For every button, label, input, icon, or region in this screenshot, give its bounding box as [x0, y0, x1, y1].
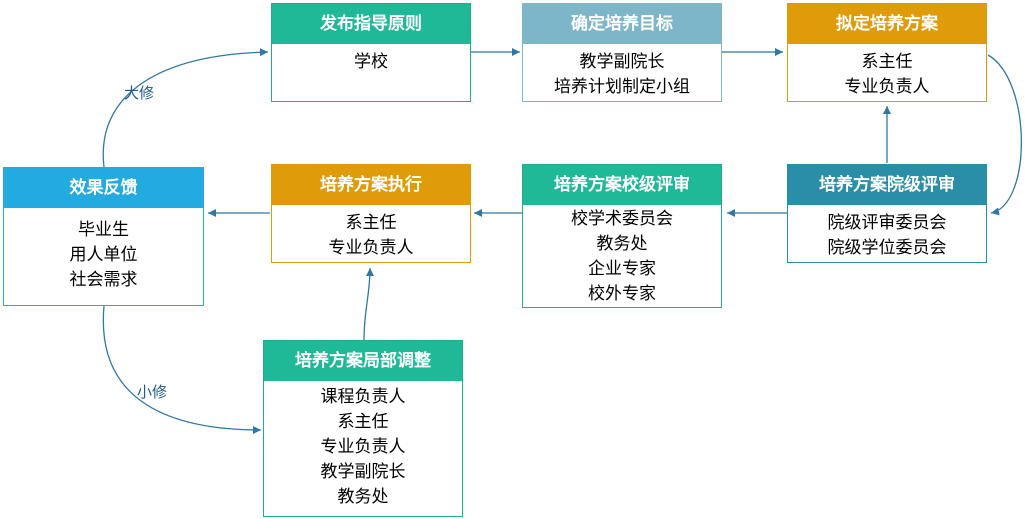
node-body: 校学术委员会 教务处 企业专家 校外专家	[523, 205, 721, 307]
node-line: 系主任	[337, 412, 389, 432]
node-line: 专业负责人	[328, 238, 414, 258]
node-line: 系主任	[345, 213, 397, 233]
node-title: 培养方案院级评审	[788, 165, 986, 205]
node-college-review: 培养方案院级评审 院级评审委员会 院级学位委员会	[787, 164, 987, 263]
node-publish-guidelines: 发布指导原则 学校	[271, 3, 471, 102]
node-title: 确定培养目标	[523, 4, 721, 44]
node-line: 教学副院长	[320, 462, 406, 482]
node-body: 学校	[272, 44, 470, 75]
node-line: 学校	[354, 52, 388, 72]
node-line: 院级学位委员会	[827, 238, 947, 258]
node-line: 用人单位	[69, 245, 138, 265]
arrow-feedback-to-adjust	[102, 305, 262, 434]
node-school-review: 培养方案校级评审 校学术委员会 教务处 企业专家 校外专家	[522, 164, 722, 308]
node-line: 毕业生	[78, 220, 129, 240]
edge-label-major-revision: 大修	[124, 84, 155, 102]
node-body: 院级评审委员会 院级学位委员会	[788, 205, 986, 261]
node-line: 企业专家	[588, 259, 656, 279]
node-set-goal: 确定培养目标 教学副院长 培养计划制定小组	[522, 3, 722, 102]
node-body: 系主任 专业负责人	[788, 44, 986, 100]
node-draft-plan: 拟定培养方案 系主任 专业负责人	[787, 3, 987, 102]
node-partial-adjust: 培养方案局部调整 课程负责人 系主任 专业负责人 教学副院长 教务处	[263, 340, 463, 517]
node-title: 培养方案局部调整	[264, 341, 462, 381]
node-line: 专业负责人	[320, 437, 406, 457]
node-line: 课程负责人	[320, 387, 406, 407]
node-line: 教务处	[596, 234, 648, 254]
node-title: 培养方案校级评审	[523, 165, 721, 205]
node-body: 课程负责人 系主任 专业负责人 教学副院长 教务处	[264, 381, 462, 510]
node-body: 系主任 专业负责人	[272, 205, 470, 261]
node-title: 发布指导原则	[272, 4, 470, 44]
node-line: 教学副院长	[579, 52, 665, 72]
node-line: 教务处	[337, 487, 389, 507]
node-line: 系主任	[861, 52, 913, 72]
node-body: 毕业生 用人单位 社会需求	[4, 208, 203, 293]
node-line: 培养计划制定小组	[554, 77, 690, 97]
node-body: 教学副院长 培养计划制定小组	[523, 44, 721, 100]
node-line: 院级评审委员会	[827, 213, 947, 233]
node-feedback: 效果反馈 毕业生 用人单位 社会需求	[3, 167, 204, 306]
node-title: 拟定培养方案	[788, 4, 986, 44]
node-line: 校学术委员会	[571, 209, 673, 229]
node-line: 社会需求	[69, 270, 138, 290]
arrow-feedback-to-publish	[102, 48, 269, 168]
arrow-draft-to-college-review	[987, 54, 1022, 216]
node-execute-plan: 培养方案执行 系主任 专业负责人	[271, 164, 471, 263]
node-title: 效果反馈	[4, 168, 203, 208]
edge-label-minor-revision: 小修	[137, 383, 168, 401]
arrow-adjust-to-execute	[363, 267, 374, 341]
node-title: 培养方案执行	[272, 165, 470, 205]
node-line: 专业负责人	[844, 77, 930, 97]
node-line: 校外专家	[588, 284, 656, 304]
